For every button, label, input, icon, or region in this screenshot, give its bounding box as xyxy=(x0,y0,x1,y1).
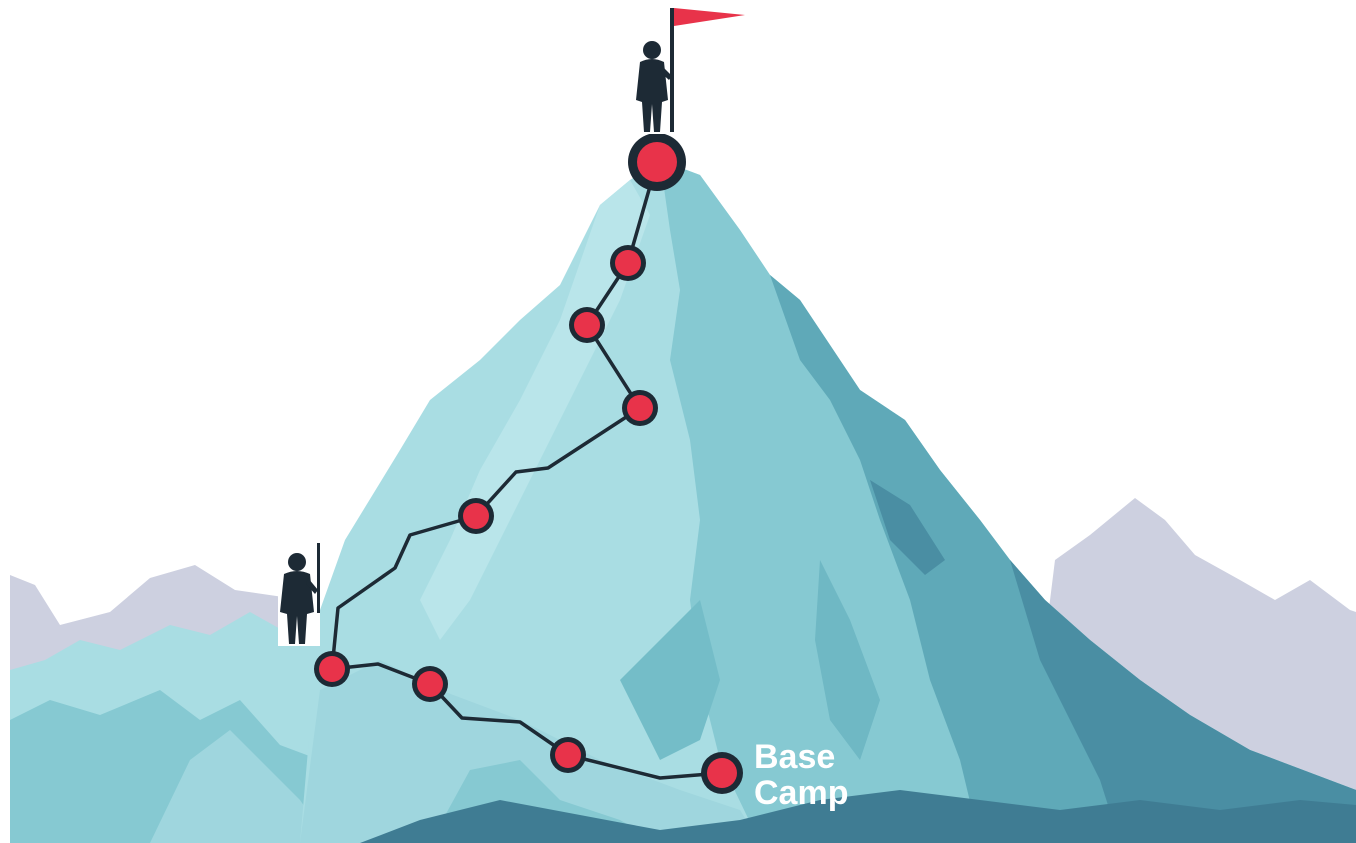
waypoint-summit xyxy=(628,133,686,191)
waypoint-base-camp xyxy=(701,752,743,794)
main-mountain xyxy=(300,160,1356,843)
waypoint xyxy=(610,245,646,281)
flag-icon xyxy=(674,8,745,26)
waypoint xyxy=(550,737,586,773)
waypoint xyxy=(314,651,350,687)
waypoint xyxy=(412,666,448,702)
base-camp-label-line2: Camp xyxy=(754,774,848,812)
left-foothills xyxy=(10,612,360,843)
climber-icon xyxy=(278,540,320,646)
waypoints xyxy=(314,133,743,794)
waypoint xyxy=(622,390,658,426)
waypoint xyxy=(569,307,605,343)
climber-with-flag-icon xyxy=(636,8,745,134)
base-camp-label: Base Camp xyxy=(754,738,848,812)
base-camp-label-line1: Base xyxy=(754,738,835,776)
waypoint xyxy=(458,498,494,534)
